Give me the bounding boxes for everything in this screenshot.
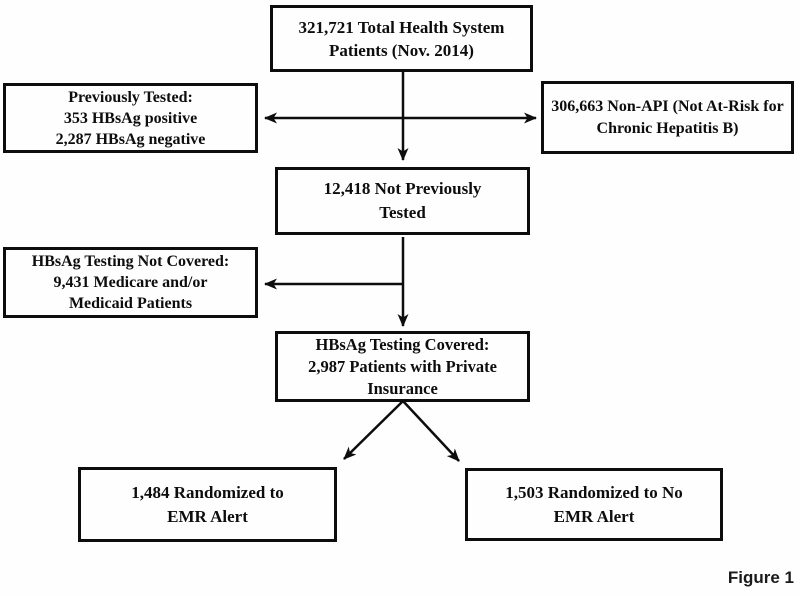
flow-box-randomized-no-emr-alert: 1,503 Randomized to No EMR Alert xyxy=(465,468,723,541)
flow-box-text: 306,663 Non-API (Not At-Risk for xyxy=(551,97,784,115)
flow-box-testing-covered: HBsAg Testing Covered: 2,987 Patients wi… xyxy=(275,331,530,402)
flow-box-text: 12,418 Not Previously xyxy=(323,179,482,198)
flow-box-randomized-emr-alert: 1,484 Randomized to EMR Alert xyxy=(78,467,337,542)
flow-box-text: 321,721 Total Health System xyxy=(298,17,505,37)
flow-box-text: 1,503 Randomized to No xyxy=(505,482,683,502)
flow-box-text: Patients (Nov. 2014) xyxy=(329,40,474,60)
arrow-covered-to-emr-alert xyxy=(343,400,404,460)
flow-box-text: EMR Alert xyxy=(167,506,248,526)
flow-box-text: HBsAg Testing Covered: xyxy=(315,334,490,354)
flow-box-text: 1,484 Randomized to xyxy=(131,482,284,502)
flow-box-text: Tested xyxy=(379,203,426,222)
flow-box-text: 9,431 Medicare and/or xyxy=(53,274,208,291)
flow-box-previously-tested: Previously Tested: 353 HBsAg positive 2,… xyxy=(3,83,258,153)
flow-box-text: 353 HBsAg positive xyxy=(63,109,198,127)
flow-box-text: EMR Alert xyxy=(553,506,635,526)
flow-box-text: HBsAg Testing Not Covered: xyxy=(31,253,230,270)
flow-box-text: Previously Tested: xyxy=(68,88,193,106)
flow-box-text: 2,987 Patients with Private xyxy=(308,356,497,376)
flow-box-testing-not-covered: HBsAg Testing Not Covered: 9,431 Medicar… xyxy=(3,247,258,318)
flow-box-text: 2,287 HBsAg negative xyxy=(55,130,206,148)
figure-caption: Figure 1 xyxy=(727,568,794,587)
flow-box-total-patients: 321,721 Total Health System Patients (No… xyxy=(270,5,533,72)
flow-box-text: Insurance xyxy=(367,378,438,398)
flow-box-non-api: 306,663 Non-API (Not At-Risk for Chronic… xyxy=(541,81,794,154)
flow-box-not-previously-tested: 12,418 Not Previously Tested xyxy=(275,167,530,235)
flow-box-text: Medicaid Patients xyxy=(68,295,193,312)
arrow-covered-to-no-emr-alert xyxy=(402,400,460,462)
flow-box-text: Chronic Hepatitis B) xyxy=(596,119,739,137)
